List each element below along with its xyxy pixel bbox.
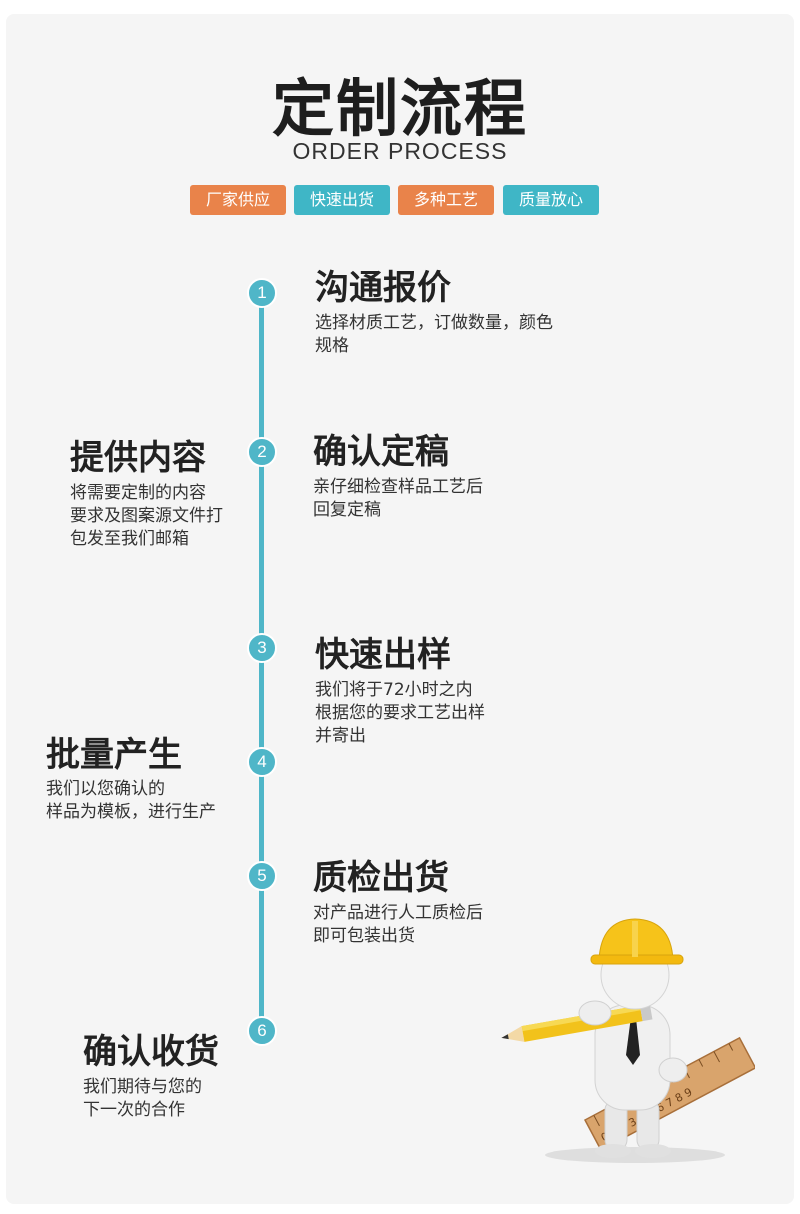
provide-content-desc-line: 包发至我们邮箱 (70, 529, 189, 549)
step-4-desc: 我们以您确认的 样品为模板，进行生产 (46, 778, 216, 824)
step-5-title: 质检出货 (313, 858, 449, 898)
step-5-marker: 5 (247, 861, 277, 891)
tag-factory-supply: 厂家供应 (190, 185, 286, 215)
step-5-desc: 对产品进行人工质检后 即可包装出货 (313, 902, 483, 948)
step-6-marker: 6 (247, 1016, 277, 1046)
step-1-desc-line: 规格 (315, 336, 349, 356)
step-5-desc-line: 对产品进行人工质检后 (313, 903, 483, 923)
step-5-desc-line: 即可包装出货 (313, 926, 415, 946)
provide-content-desc: 将需要定制的内容 要求及图案源文件打 包发至我们邮箱 (70, 482, 223, 551)
step-1-marker: 1 (247, 278, 277, 308)
page-subtitle: ORDER PROCESS (292, 138, 508, 164)
step-3-title: 快速出样 (315, 635, 451, 675)
provide-content-title: 提供内容 (70, 438, 206, 478)
step-2-desc-line: 亲仔细检查样品工艺后 (313, 477, 483, 497)
step-2-marker: 2 (247, 437, 277, 467)
step-4-marker: 4 (247, 747, 277, 777)
step-2-title: 确认定稿 (313, 432, 449, 472)
step-3-desc-line: 根据您的要求工艺出样 (315, 703, 485, 723)
tag-fast-shipping: 快速出货 (294, 185, 390, 215)
step-4-title: 批量产生 (46, 735, 182, 775)
step-1-desc: 选择材质工艺，订做数量，颜色 规格 (315, 312, 553, 358)
step-3-desc-line: 并寄出 (315, 726, 366, 746)
step-4-desc-line: 我们以您确认的 (46, 779, 165, 799)
tag-multiple-crafts: 多种工艺 (398, 185, 494, 215)
step-2-desc: 亲仔细检查样品工艺后 回复定稿 (313, 476, 483, 522)
step-3-marker: 3 (247, 633, 277, 663)
step-6-desc-line: 我们期待与您的 (83, 1077, 202, 1097)
tag-quality-assurance: 质量放心 (503, 185, 599, 215)
step-3-desc: 我们将于72小时之内 根据您的要求工艺出样 并寄出 (315, 679, 485, 748)
step-6-desc: 我们期待与您的 下一次的合作 (83, 1076, 202, 1122)
worker-with-pencil-and-ruler-icon: 0 1 2 3 4 5 6 7 8 9 (501, 918, 755, 1163)
provide-content-desc-line: 将需要定制的内容 (70, 483, 206, 503)
step-6-title: 确认收货 (83, 1032, 219, 1072)
step-3-desc-line: 我们将于72小时之内 (315, 680, 473, 700)
step-2-desc-line: 回复定稿 (313, 500, 381, 520)
step-1-title: 沟通报价 (315, 268, 451, 308)
provide-content-desc-line: 要求及图案源文件打 (70, 506, 223, 526)
step-6-desc-line: 下一次的合作 (83, 1100, 185, 1120)
page-title: 定制流程 (271, 72, 528, 145)
step-4-desc-line: 样品为模板，进行生产 (46, 802, 216, 822)
step-1-desc-line: 选择材质工艺，订做数量，颜色 (315, 313, 553, 333)
